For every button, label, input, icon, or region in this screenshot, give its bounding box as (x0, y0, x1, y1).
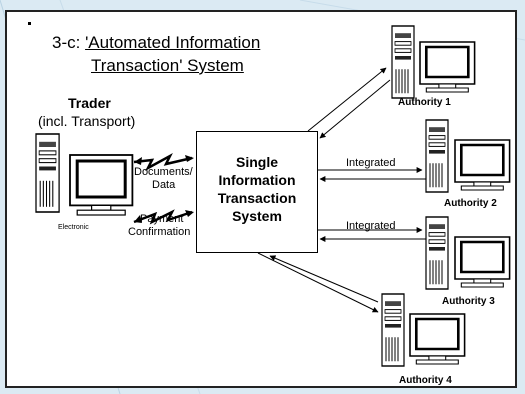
title-prefix: 3-c: (52, 33, 86, 52)
single-information-transaction-system-box (196, 131, 318, 253)
trader-title: Trader (68, 95, 111, 111)
documents-label-line2: Data (152, 179, 176, 191)
trader-subtitle: (incl. Transport) (38, 113, 136, 129)
integrated-label-authority-2: Integrated (346, 157, 396, 169)
corner-dot (28, 22, 31, 25)
authority-1-link (307, 67, 391, 139)
authority-1-computer-icon (391, 25, 476, 99)
authority-2-link (318, 167, 426, 182)
payment-link-arrow (133, 209, 194, 225)
authority-4-link (257, 252, 379, 313)
payment-label-line1: Payment (140, 213, 184, 225)
authority-1-label: Authority 1 (398, 97, 451, 108)
authority-3-computer-icon (425, 216, 511, 290)
payment-label-line2: Confirmation (128, 226, 191, 238)
center-line-2: Information (218, 172, 296, 188)
center-system-label: Single Information Transaction System (196, 153, 318, 225)
trader-electronic-label: Electronic (58, 224, 89, 231)
slide-title-line1: 3-c: 'Automated Information (52, 33, 260, 53)
trader-computer-icon (35, 133, 134, 217)
authority-2-computer-icon (425, 119, 511, 193)
center-line-4: System (232, 208, 282, 224)
center-line-3: Transaction (217, 190, 297, 206)
documents-label-line1: Documents/ (134, 166, 193, 178)
authority-3-link (318, 227, 426, 242)
center-line-1: Single (235, 154, 278, 170)
title-main-1: 'Automated Information (85, 33, 261, 52)
integrated-label-authority-3: Integrated (346, 220, 396, 232)
authority-4-label: Authority 4 (399, 375, 452, 386)
authority-3-label: Authority 3 (442, 296, 495, 307)
authority-2-label: Authority 2 (444, 198, 497, 209)
documents-link-arrow (133, 152, 194, 172)
slide-title-line2: Transaction' System (91, 56, 244, 75)
